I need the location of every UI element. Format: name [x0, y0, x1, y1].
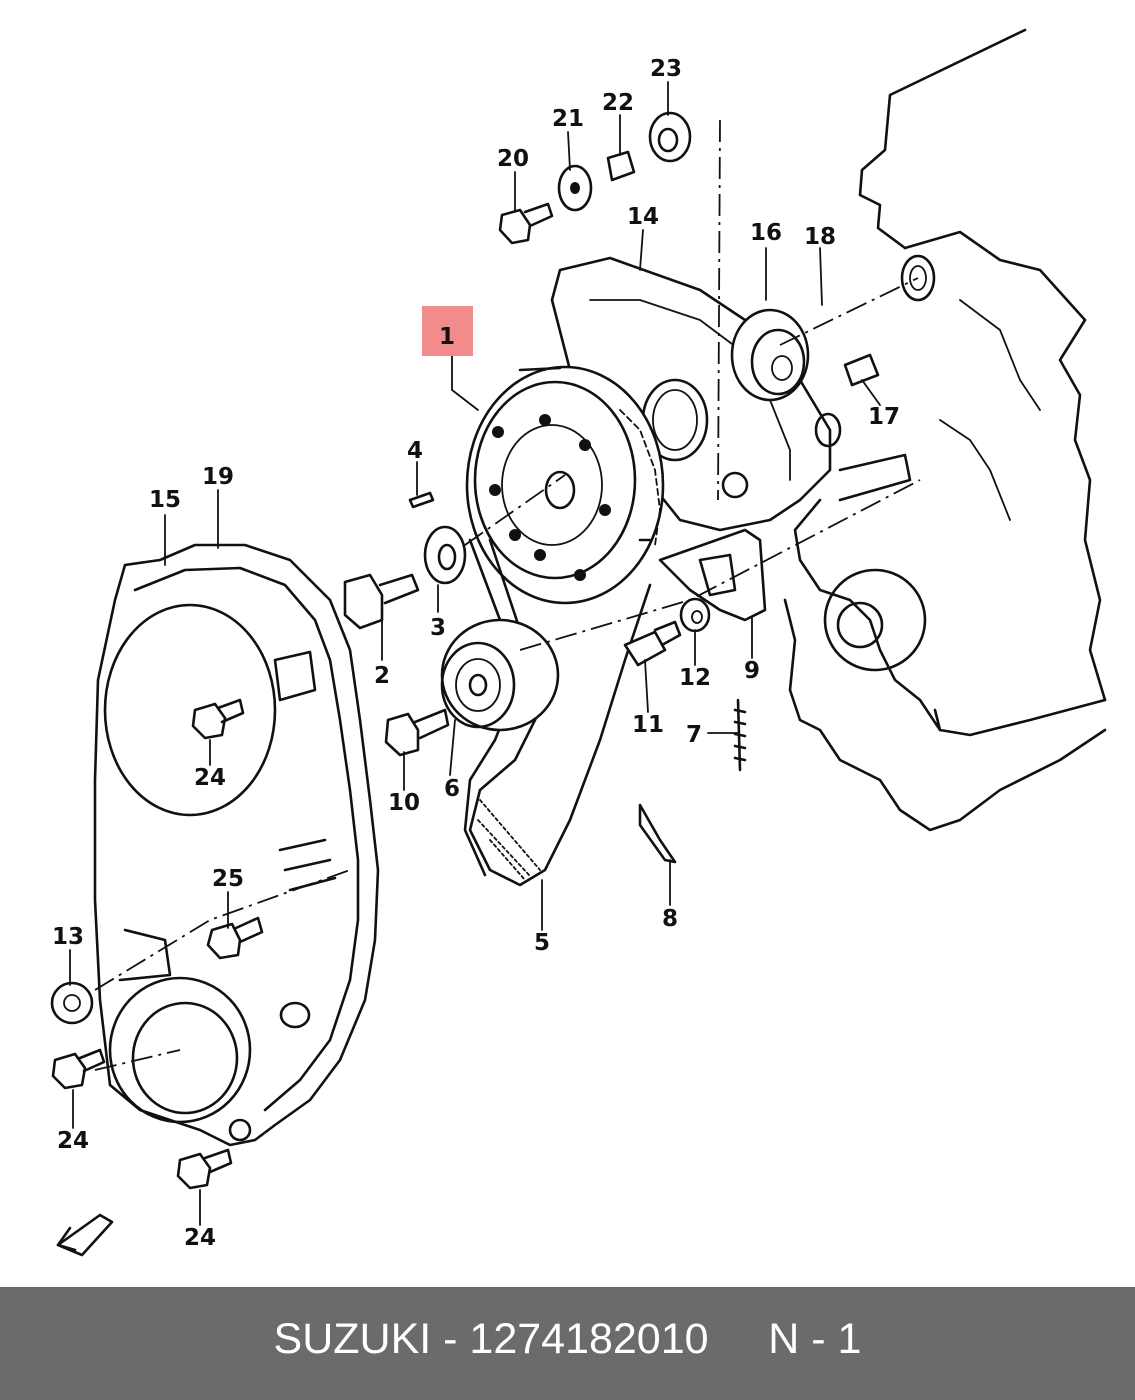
nut-23	[648, 111, 692, 163]
front-direction-arrow-icon	[56, 1213, 114, 1257]
callout-14: 14	[627, 204, 659, 230]
pin-17	[843, 353, 880, 387]
leader-lines	[69, 81, 881, 1226]
callout-23: 23	[650, 56, 682, 82]
nut-13	[50, 981, 94, 1025]
callout-24b: 24	[57, 1128, 89, 1154]
callout-9: 9	[744, 658, 760, 684]
callout-24a: 24	[194, 765, 226, 791]
callout-6: 6	[444, 776, 460, 802]
callout-1: 1	[439, 324, 455, 350]
tensioner-plate	[658, 528, 767, 622]
timing-pulley	[465, 365, 665, 605]
front-timing-cover	[93, 543, 380, 1147]
callout-20: 20	[497, 146, 529, 172]
bolt-20	[498, 202, 554, 245]
part-number-caption: SUZUKI - 1274182010 N - 1	[273, 1315, 862, 1363]
callout-3: 3	[430, 615, 446, 641]
callout-21: 21	[552, 106, 584, 132]
callout-16: 16	[750, 220, 782, 246]
callout-11: 11	[632, 712, 664, 738]
callout-5: 5	[534, 930, 550, 956]
clip-8	[638, 803, 677, 864]
callout-labels: 1 2 3 4 5 6 7 8 9 10 11 12 13 14 15 16 1…	[52, 56, 900, 1251]
bolt-25	[206, 916, 264, 960]
callout-19: 19	[202, 464, 234, 490]
bolt-24-top	[191, 698, 245, 740]
key-4	[408, 491, 435, 509]
callout-8: 8	[662, 906, 678, 932]
rear-timing-plate	[550, 256, 912, 532]
bolt-24-mid	[51, 1048, 106, 1090]
callout-22: 22	[602, 90, 634, 116]
exploded-parts-diagram: 1 2 3 4 5 6 7 8 9 10 11 12 13 14 15 16 1…	[50, 28, 1107, 1257]
callout-4: 4	[407, 438, 423, 464]
stud-11	[623, 620, 682, 667]
alignment-lines	[94, 119, 921, 1071]
callout-12: 12	[679, 665, 711, 691]
washer-3	[423, 525, 467, 585]
callout-2: 2	[374, 663, 390, 689]
spacer-22	[606, 150, 636, 182]
callout-25: 25	[212, 866, 244, 892]
spring-7	[733, 698, 747, 772]
callout-10: 10	[388, 790, 420, 816]
callout-7: 7	[686, 722, 702, 748]
washer-12	[679, 597, 711, 633]
callout-24c: 24	[184, 1225, 216, 1251]
callout-15: 15	[149, 487, 181, 513]
highlight-box	[422, 306, 473, 356]
bolt-10	[384, 708, 450, 757]
callout-17: 17	[868, 404, 900, 430]
bolt-24-bottom	[176, 1148, 233, 1190]
callout-18: 18	[804, 224, 836, 250]
caption-bar: SUZUKI - 1274182010 N - 1	[0, 1287, 1135, 1400]
oil-seal-16	[730, 308, 810, 402]
washer-21	[557, 164, 593, 212]
tensioner-pulley	[440, 618, 560, 732]
callout-13: 13	[52, 924, 84, 950]
engine-block	[783, 28, 1107, 832]
